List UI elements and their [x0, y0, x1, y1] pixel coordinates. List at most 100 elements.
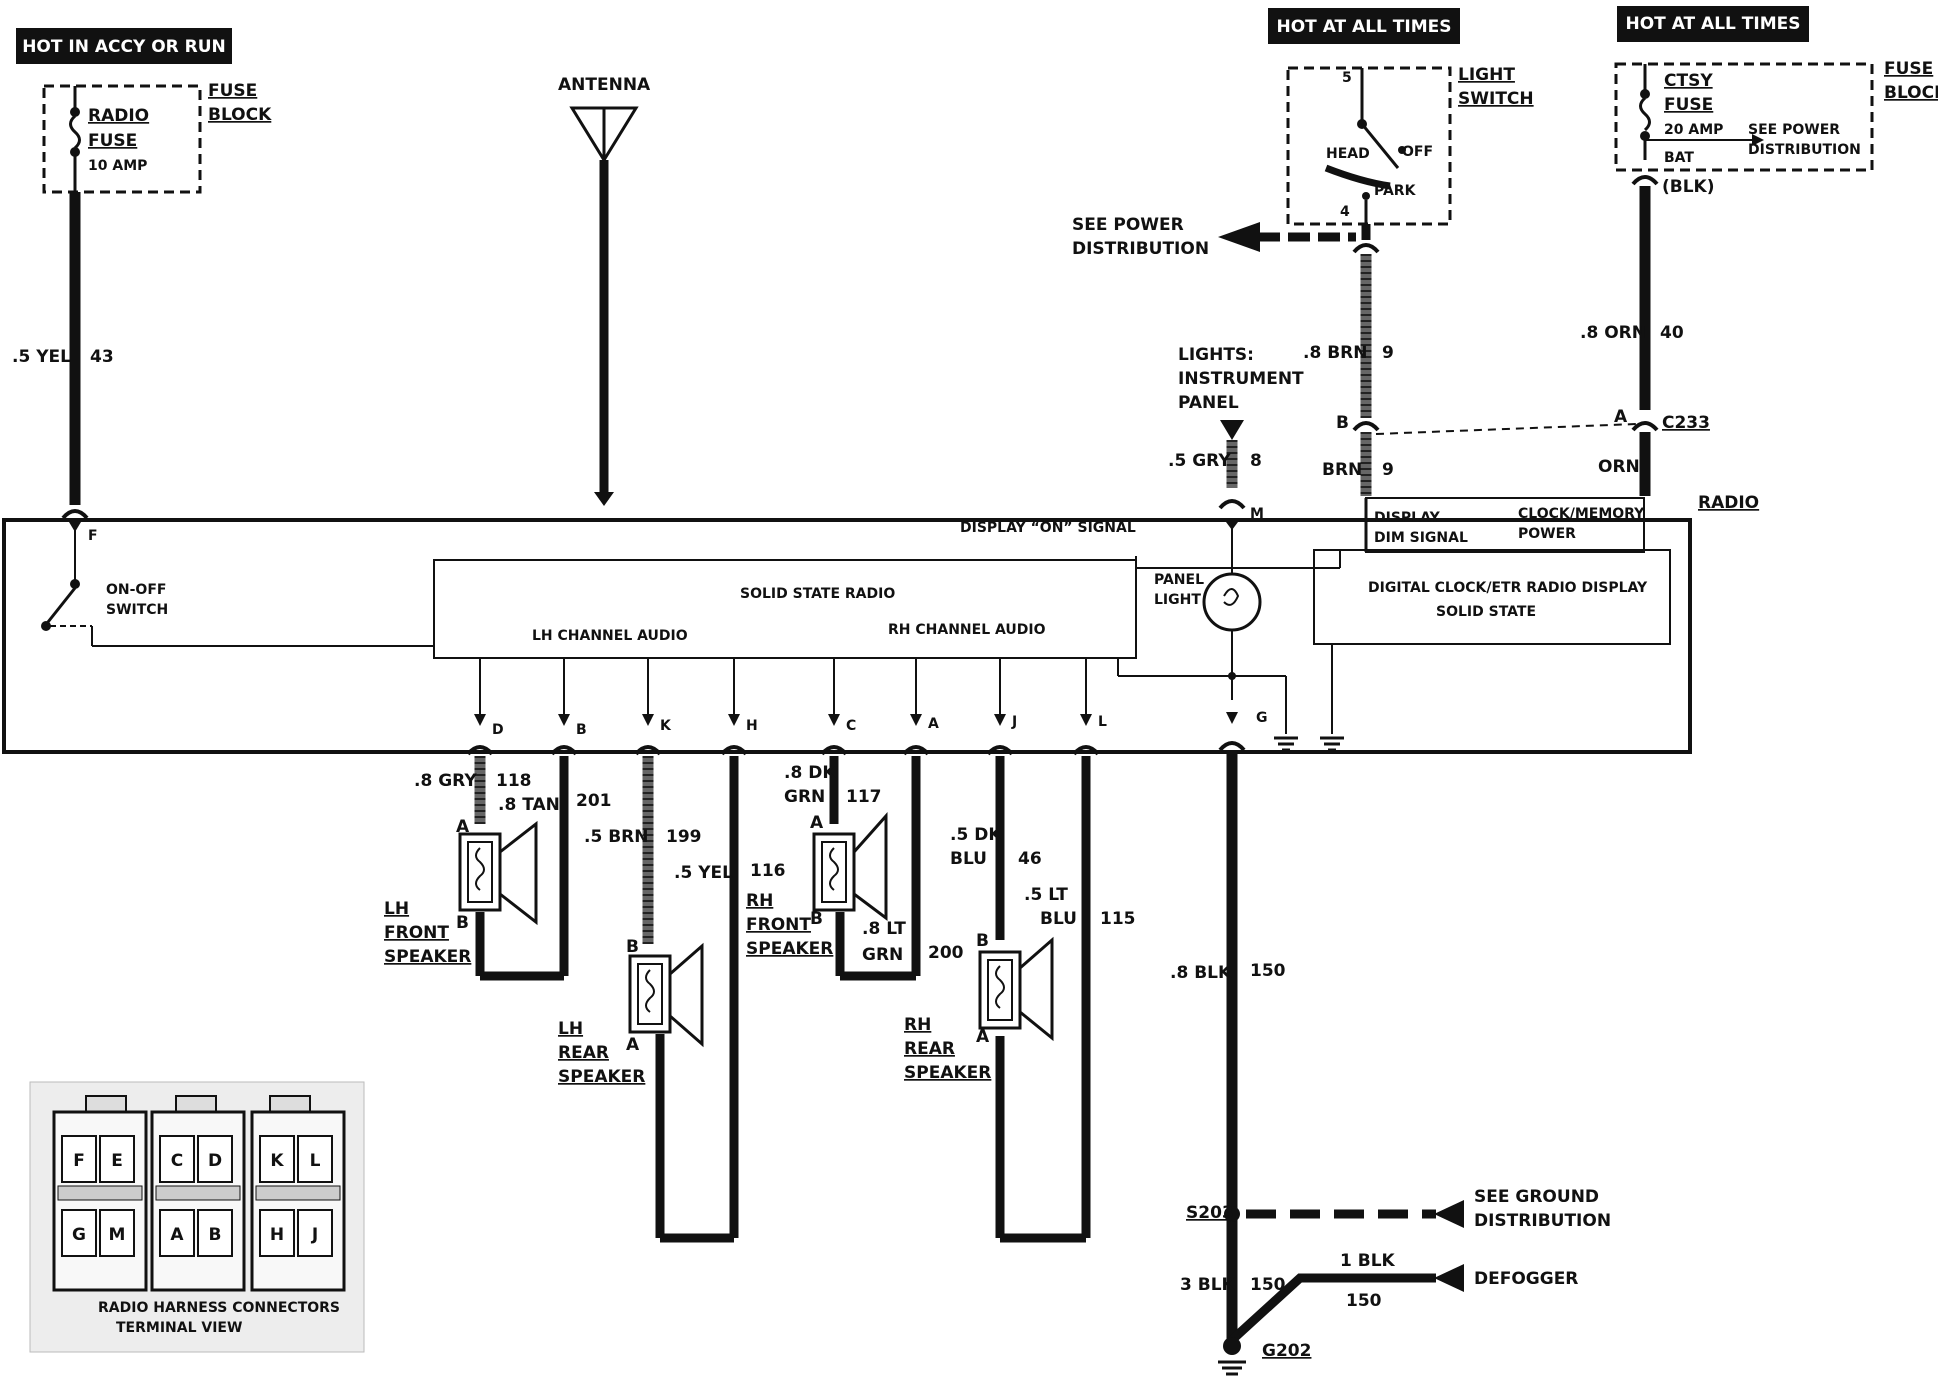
banner-hot-all-times-2: HOT AT ALL TIMES	[1617, 6, 1809, 42]
lh-front-speaker-label-2: FRONT	[384, 923, 449, 943]
wire-115-gauge: .5 LT	[1024, 885, 1068, 905]
wire-200-gauge: .8 LT	[862, 919, 906, 939]
wire-9-gauge-lower: BRN	[1322, 460, 1362, 480]
light-switch-park: PARK	[1374, 183, 1417, 199]
harness-pin-l: L	[310, 1151, 321, 1171]
wire-200-number: 200	[928, 943, 964, 963]
wire-9: .8 BRN 9 BRN 9	[1303, 224, 1394, 496]
lights-ip-label: LIGHTS:	[1178, 345, 1254, 365]
lh-front-speaker: A B LH FRONT SPEAKER	[384, 817, 538, 967]
pin-l-label: L	[1098, 714, 1107, 730]
lh-rear-speaker: B A LH REAR SPEAKER	[558, 937, 704, 1087]
banner-hot-all-times-2-text: HOT AT ALL TIMES	[1626, 14, 1801, 34]
lights-ip-label-2: INSTRUMENT	[1178, 369, 1304, 389]
harness-pin-g: G	[72, 1225, 86, 1245]
ctsy-fuse-label-2: FUSE	[1664, 95, 1713, 115]
c233-pin-a: A	[1614, 407, 1628, 427]
pin-f-label: F	[88, 528, 98, 544]
fuse-block-label: FUSE	[208, 81, 257, 101]
rh-front-speaker: A B RH FRONT SPEAKER	[746, 812, 888, 959]
wire-118-number: 118	[496, 771, 532, 791]
see-power-label-2: DISTRIBUTION	[1072, 239, 1209, 259]
radio-harness-connectors: F E C D K L G M A B H J RADIO HARNESS CO…	[29, 1081, 365, 1353]
clock-memory-label-2: POWER	[1518, 526, 1576, 542]
lh-rear-speaker-label-2: REAR	[558, 1043, 609, 1063]
harness-pin-d: D	[208, 1151, 222, 1171]
onoff-switch-label-2: SWITCH	[106, 602, 168, 618]
wire-115-gauge-2: BLU	[1040, 909, 1077, 929]
banner-hot-accy-run: HOT IN ACCY OR RUN	[16, 28, 232, 64]
lh-front-pin-b: B	[456, 913, 469, 933]
wire-201-gauge: .8 TAN	[498, 795, 560, 815]
lights-ip-label-3: PANEL	[1178, 393, 1239, 413]
panel-light-label-2: LIGHT	[1154, 592, 1201, 608]
lh-channel-audio-label: LH CHANNEL AUDIO	[532, 628, 688, 644]
pin-b-label: B	[576, 722, 587, 738]
rh-rear-pin-a: A	[976, 1027, 990, 1047]
wire-40-gauge-lower: ORN	[1598, 457, 1640, 477]
light-switch-pin-4: 4	[1340, 204, 1350, 220]
see-power-label: SEE POWER	[1072, 215, 1184, 235]
light-switch-off: OFF	[1402, 144, 1433, 160]
defogger-label: DEFOGGER	[1474, 1269, 1578, 1289]
splice-s203-label: S203	[1186, 1203, 1234, 1223]
pin-a-label: A	[928, 716, 939, 732]
light-switch-label: LIGHT	[1458, 65, 1515, 85]
banner-hot-all-times-1: HOT AT ALL TIMES	[1268, 8, 1460, 44]
ctsy-blk-label: (BLK)	[1662, 177, 1715, 197]
pin-h-label: H	[746, 718, 758, 734]
wire-201-number: 201	[576, 791, 612, 811]
antenna: ANTENNA	[558, 75, 651, 506]
wire-9-gauge: .8 BRN	[1303, 343, 1367, 363]
wire-43: .5 YEL 43	[12, 192, 114, 520]
panel-light-label: PANEL	[1154, 572, 1204, 588]
see-ground-label: SEE GROUND	[1474, 1187, 1599, 1207]
display-dim-label: DISPLAY	[1374, 510, 1441, 526]
radio-output-pins: D B K H C A J L	[474, 658, 1107, 738]
rh-front-pin-b: B	[810, 909, 823, 929]
radio-unit: RADIO F ON-OFF SWITCH DISPLAY “ON” SIGNA…	[2, 493, 1759, 754]
wire-150c-gauge: 1 BLK	[1340, 1251, 1396, 1271]
wire-8-gauge: .5 GRY	[1168, 451, 1231, 471]
rh-rear-speaker-label-3: SPEAKER	[904, 1063, 991, 1083]
harness-pin-k: K	[270, 1151, 284, 1171]
radio-fuse: RADIO FUSE 10 AMP FUSE BLOCK	[42, 81, 272, 194]
wire-117-gauge-2: GRN	[784, 787, 825, 807]
ctsy-fuse-bat: BAT	[1664, 150, 1694, 166]
wire-115-number: 115	[1100, 909, 1136, 929]
wire-40-number: 40	[1660, 323, 1684, 343]
harness-connector-2	[150, 1095, 246, 1292]
light-switch-head: HEAD	[1326, 146, 1370, 162]
see-power-distribution: SEE POWER DISTRIBUTION	[1072, 215, 1356, 259]
wire-150b-gauge: 3 BLK	[1180, 1275, 1236, 1295]
wire-46-number: 46	[1018, 849, 1042, 869]
display-dim-label-2: DIM SIGNAL	[1374, 530, 1468, 546]
harness-pin-b: B	[209, 1225, 222, 1245]
digital-clock-label-2: SOLID STATE	[1436, 604, 1536, 620]
lh-front-speaker-label-3: SPEAKER	[384, 947, 471, 967]
radio-fuse-label-2: FUSE	[88, 131, 137, 151]
rh-front-speaker-label: RH	[746, 891, 773, 911]
lh-rear-pin-b: B	[626, 937, 639, 957]
ctsy-fuse-label: CTSY	[1664, 71, 1713, 91]
fuse-block-label-right: FUSE	[1884, 59, 1933, 79]
wire-150b-number: 150	[1250, 1275, 1286, 1295]
light-switch-pin-5: 5	[1342, 70, 1352, 86]
rh-rear-speaker: B A RH REAR SPEAKER	[904, 931, 1054, 1083]
lh-front-pin-a: A	[456, 817, 470, 837]
fuse-block-label-2: BLOCK	[208, 105, 272, 125]
wire-8-number: 8	[1250, 451, 1262, 471]
rh-rear-speaker-label-2: REAR	[904, 1039, 955, 1059]
pin-c-label: C	[846, 718, 856, 734]
harness-pin-j: J	[311, 1225, 318, 1245]
pin-g-label: G	[1256, 710, 1268, 726]
radio-label: RADIO	[1698, 493, 1759, 513]
banner-hot-all-times-1-text: HOT AT ALL TIMES	[1277, 17, 1452, 37]
pin-k-label: K	[660, 718, 672, 734]
ctsy-fuse: CTSY FUSE 20 AMP BAT SEE POWER DISTRIBUT…	[1614, 59, 1938, 197]
wire-150-gauge: .8 BLK	[1170, 963, 1232, 983]
rh-rear-pin-b: B	[976, 931, 989, 951]
wire-43-gauge: .5 YEL	[12, 347, 71, 367]
lh-front-speaker-circuit: .8 GRY 118 .8 TAN 201	[414, 745, 612, 981]
wire-46-gauge-2: BLU	[950, 849, 987, 869]
